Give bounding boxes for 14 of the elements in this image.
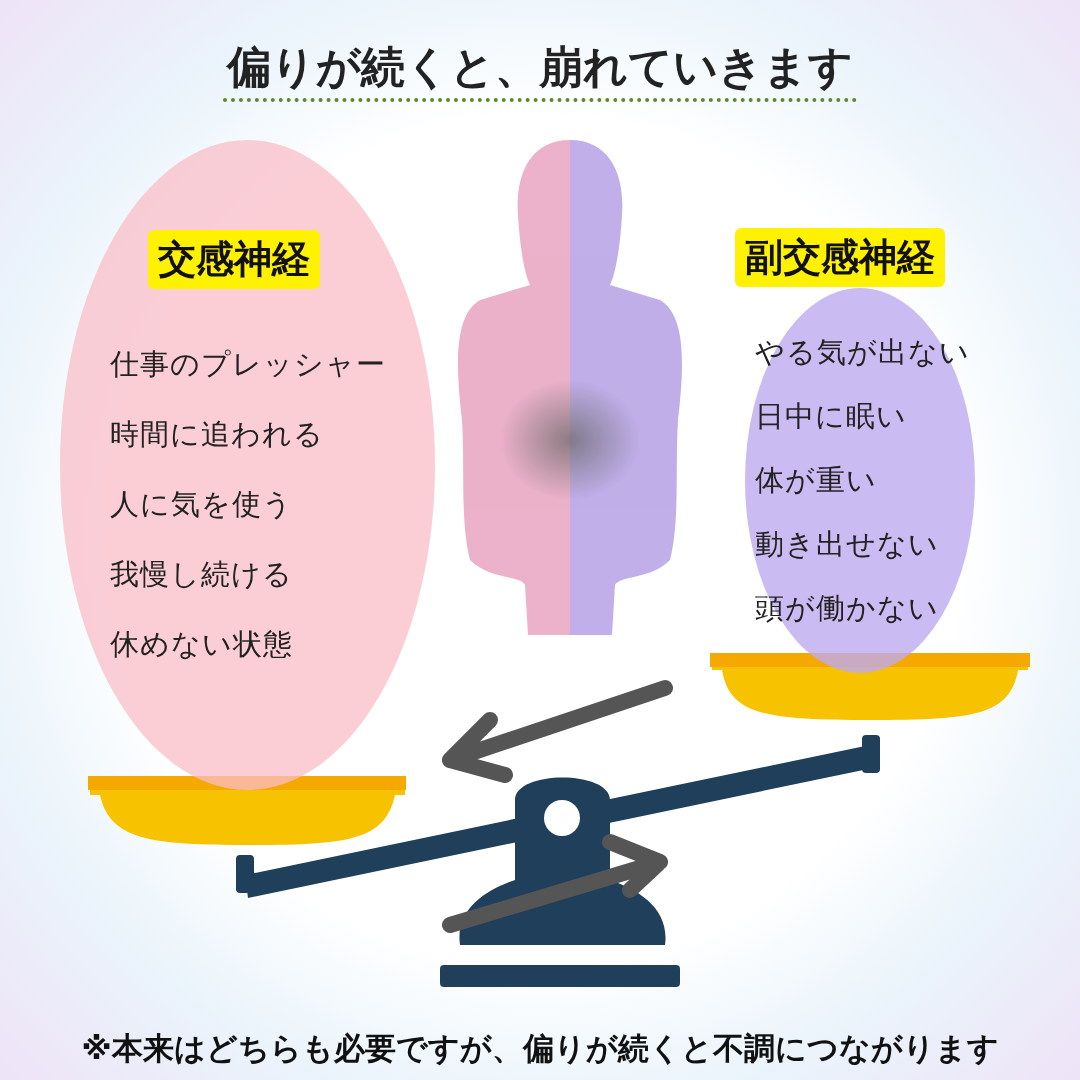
list-item-text: 動き出せない xyxy=(755,526,939,563)
list-item-text: 仕事のプレッシャー xyxy=(110,346,386,383)
heading-label: 副交感神経 xyxy=(735,228,945,287)
list-item-text: 我慢し続ける xyxy=(110,556,293,593)
list-item-text: 時間に追われる xyxy=(110,416,324,453)
list-item-text: 日中に眠い xyxy=(755,398,907,435)
list-item-text: 頭が働かない xyxy=(755,590,939,627)
heading-label: 交感神経 xyxy=(148,230,320,289)
list-item-text: 体が重い xyxy=(755,462,877,499)
title: 偏りが続くと、崩れていきます xyxy=(223,41,857,102)
caption: ※本来はどちらも必要ですが、偏りが続くと不調につながります xyxy=(80,1029,1000,1068)
list-item-text: 人に気を使う xyxy=(110,486,293,523)
list-item-text: やる気が出ない xyxy=(755,334,970,371)
list-item-text: 休めない状態 xyxy=(110,626,293,663)
